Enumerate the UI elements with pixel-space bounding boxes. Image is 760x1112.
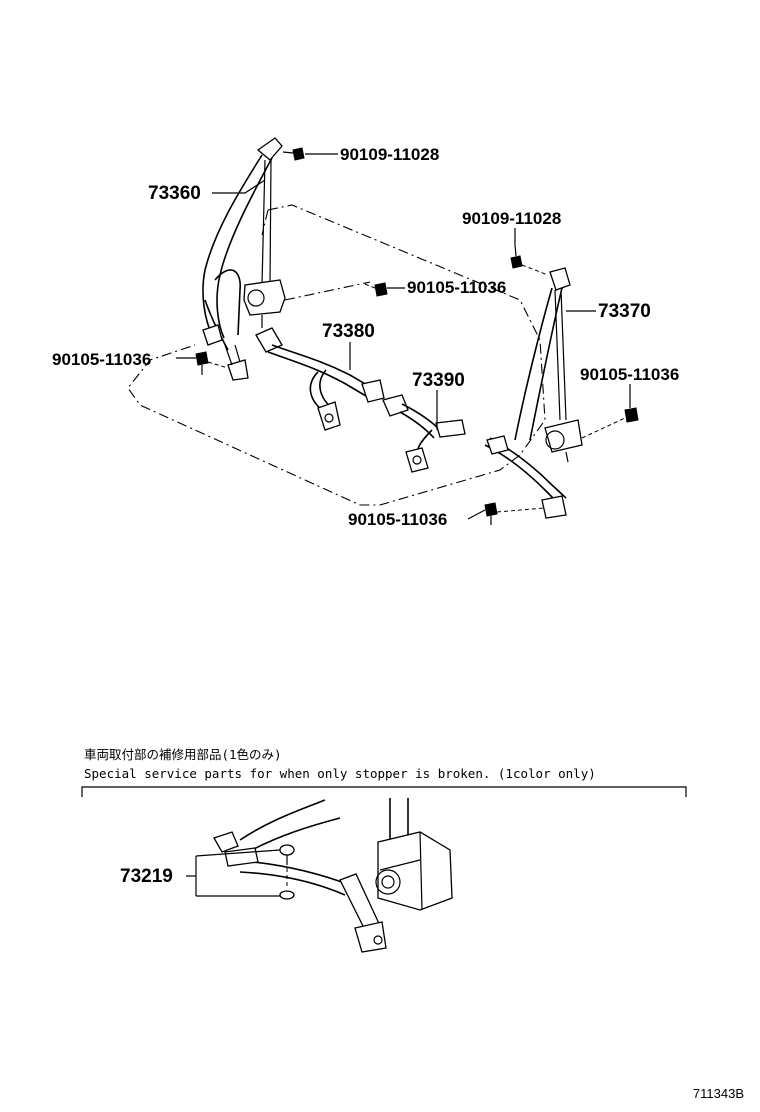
bolts [195,147,639,525]
label-90109-11028-right: 90109-11028 [462,209,561,228]
label-73380: 73380 [322,321,375,342]
inset-detail [213,798,453,953]
leader-lines [176,153,631,520]
left-belt-73360 [202,137,286,381]
label-90109-11028-top: 90109-11028 [340,145,439,164]
buckle-73380 [255,327,385,431]
label-90105-11036-bottom: 90105-11036 [348,510,447,529]
inset-bracket [81,786,687,797]
buckle-73390 [382,394,466,473]
label-90105-11036-right: 90105-11036 [580,365,679,384]
label-73370: 73370 [598,301,651,322]
right-belt-73370 [484,267,583,519]
note-japanese: 車両取付部の補修用部品(1色のみ) [84,747,282,762]
note-english: Special service parts for when only stop… [84,766,596,781]
reference-code: 711343B [693,1086,744,1101]
leader-73219 [186,849,281,897]
label-73219: 73219 [120,866,173,887]
label-73390: 73390 [412,370,465,391]
seat-outline [127,204,546,506]
label-73360: 73360 [148,183,201,204]
label-90105-11036-left: 90105-11036 [52,350,151,369]
label-90105-11036-centre: 90105-11036 [407,278,506,297]
